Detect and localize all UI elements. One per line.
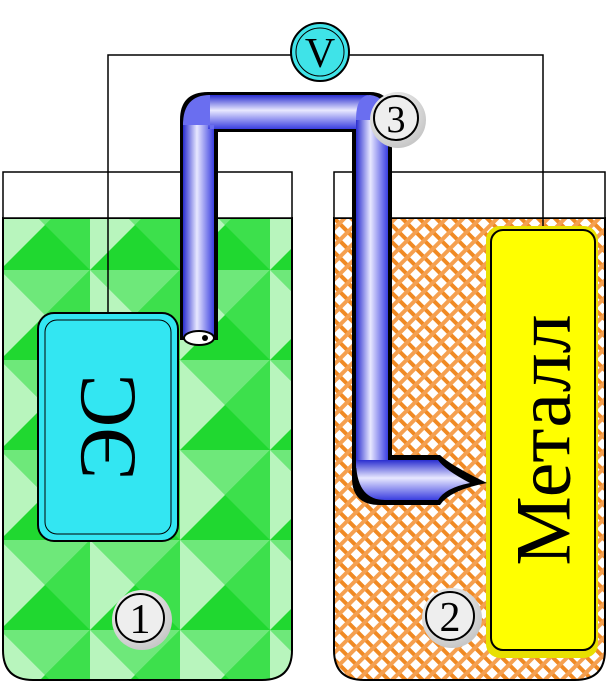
svg-text:1: 1: [130, 597, 151, 643]
metal-electrode-label: Металл: [500, 314, 587, 565]
wire-left: [107, 54, 292, 318]
svg-text:3: 3: [387, 99, 406, 141]
reference-electrode: ЭС: [37, 312, 179, 542]
left-beaker-rim: [2, 171, 293, 219]
marker-2: 2: [422, 588, 482, 648]
voltmeter: V: [290, 22, 350, 82]
wire-right: [348, 54, 544, 250]
reference-electrode-label: ЭС: [64, 374, 152, 480]
svg-text:2: 2: [440, 595, 461, 641]
marker-1: 1: [112, 590, 172, 650]
salt-bridge: [180, 92, 487, 505]
voltmeter-label: V: [305, 31, 335, 77]
marker-3: 3: [370, 92, 426, 148]
metal-electrode: Металл: [486, 226, 598, 658]
